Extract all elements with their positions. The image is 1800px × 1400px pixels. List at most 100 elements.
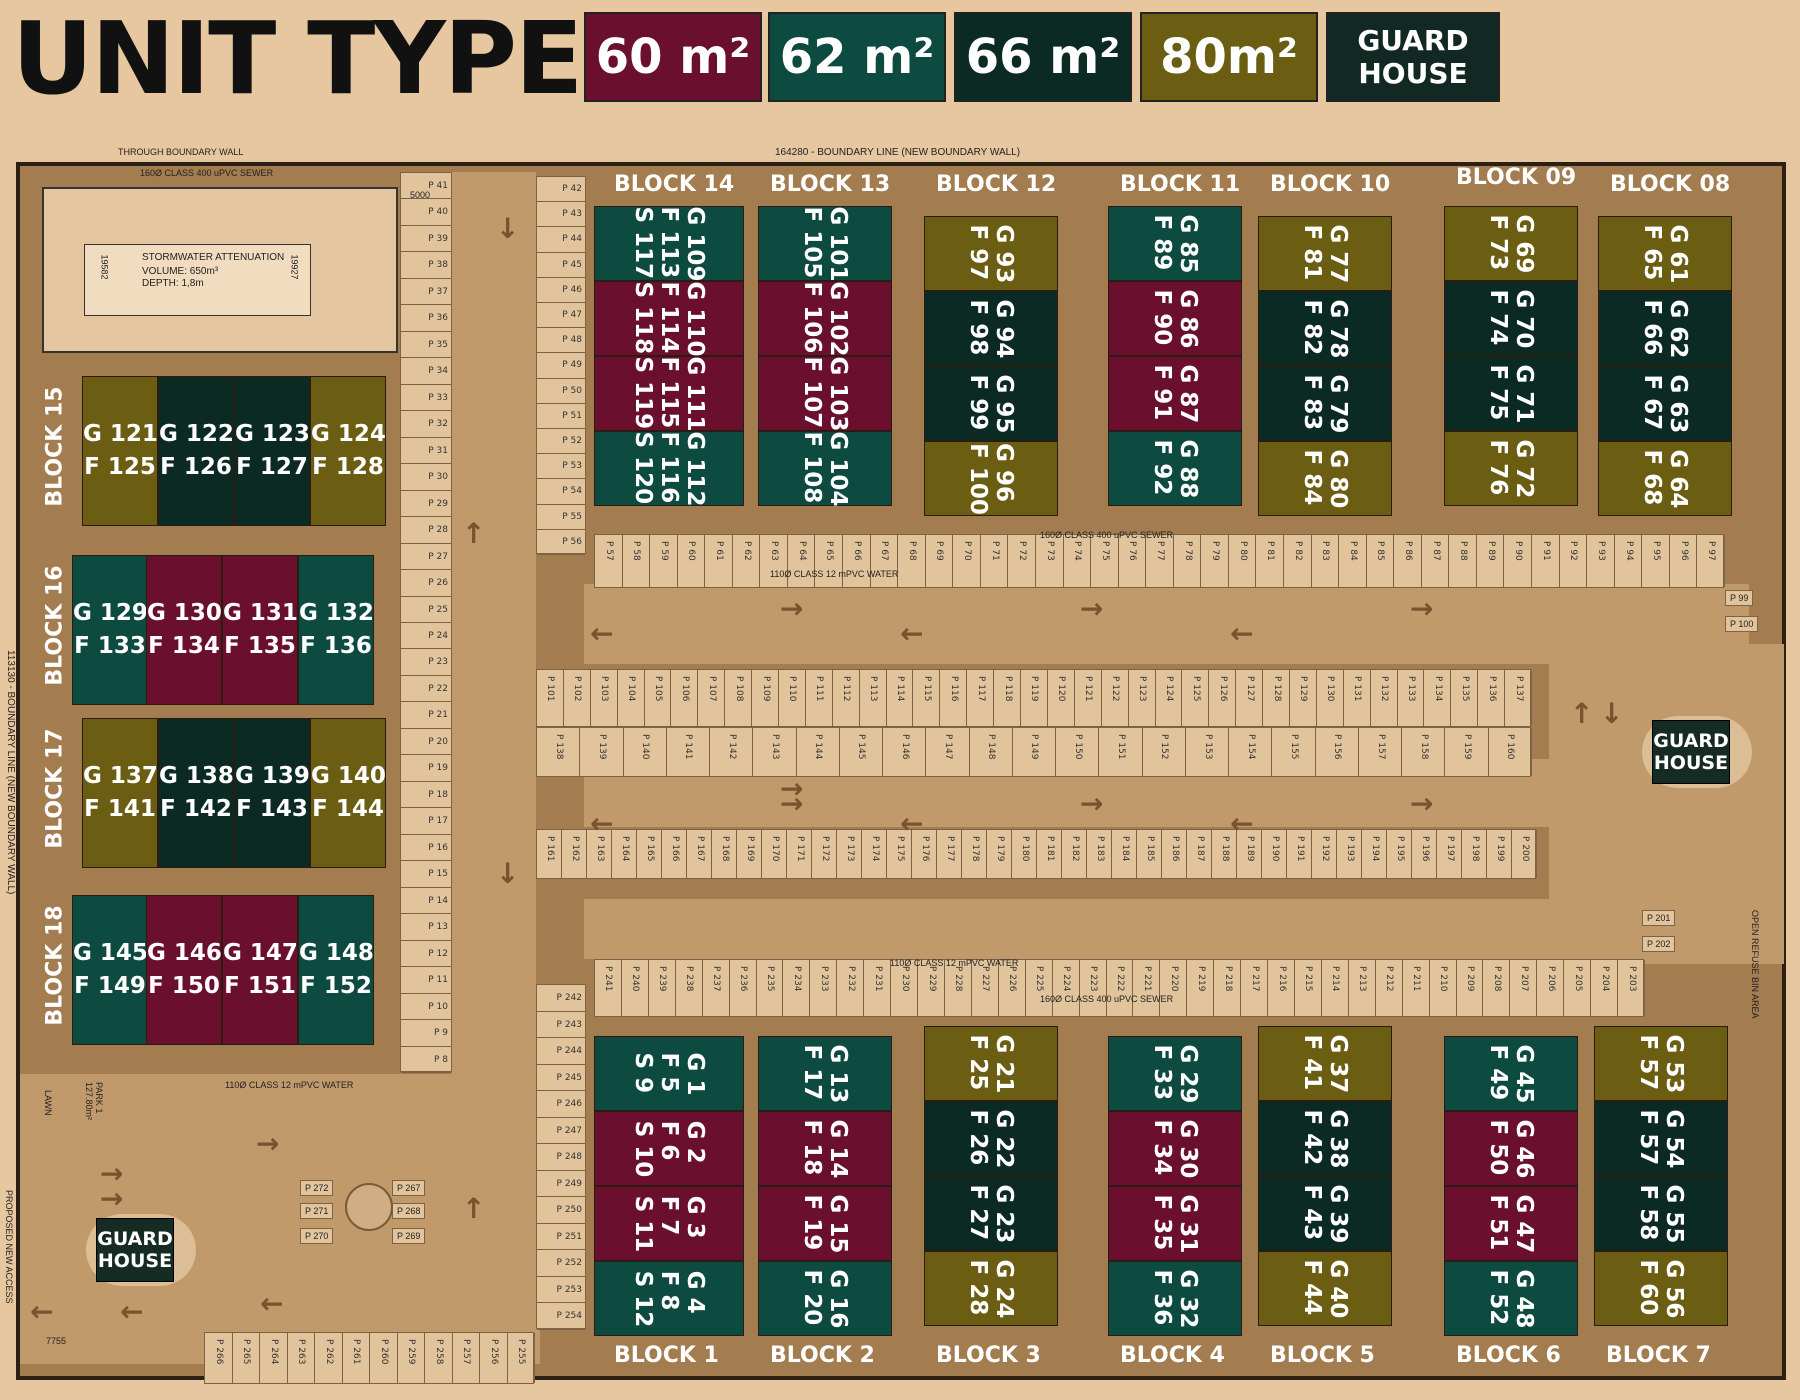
parking-bay: P 40 [401,199,451,226]
parking-bay-number: P 106 [679,676,690,702]
parking-bay: P 92 [1560,535,1588,587]
parking-bay-number: P 166 [669,836,680,862]
parking-bay: P 122 [1102,670,1129,726]
unit-label: G 55 F 58 [1635,1184,1687,1243]
parking-bay-number: P 73 [1044,541,1055,561]
block-name: BLOCK 15 [42,386,68,507]
parking-bay-number: P 180 [1019,836,1030,862]
unit-label: G 40 F 44 [1299,1259,1351,1318]
parking-bay: P 97 [1697,535,1725,587]
parking-bay: P 249 [537,1171,585,1198]
parking-bay-number: P 135 [1459,676,1470,702]
plan-note: 110Ø CLASS 12 mPVC WATER [770,569,899,579]
traffic-arrow: ↓ [1600,697,1624,730]
parking-bay-number: P 174 [869,836,880,862]
housing-unit: G 21 F 25 [924,1026,1058,1101]
parking-bay-number: P 203 [1626,966,1637,992]
parking-bay-number: P 256 [488,1339,499,1365]
parking-bay: P 35 [401,332,451,359]
parking-bay: P 164 [612,830,637,878]
unit-label: G 3 F 7 S 11 [630,1195,708,1252]
parking-bay: P 237 [703,960,730,1016]
parking-bay-number: P 105 [653,676,663,702]
parking-bay: P 28 [401,517,451,544]
parking-bay: P 160 [1489,728,1532,776]
parking-bay: P 117 [967,670,995,726]
parking-bay: P 145 [840,728,884,776]
housing-unit: G 38 F 42 [1258,1101,1392,1176]
housing-unit: G 123 F 127 [234,376,310,526]
housing-unit: G 30 F 34 [1108,1111,1242,1186]
parking-bay: P 66 [843,535,871,587]
parking-bay: P 155 [1272,728,1316,776]
parking-bay-number: P 200 [1519,836,1530,862]
unit-label: G 30 F 34 [1149,1119,1201,1178]
parking-bay: P 184 [1112,830,1137,878]
parking-bay: P 144 [797,728,840,776]
parking-bay: P 171 [787,830,812,878]
parking-bay: P 46 [537,278,585,303]
parking-bay-number: P 117 [975,676,986,702]
block-name: BLOCK 4 [1120,1343,1225,1368]
parking-bay: P 248 [537,1144,585,1171]
parking-bay-number: P 89 [1485,541,1496,561]
plan-note: PARK 1 127.80m² [84,1082,104,1121]
parking-bay: P 70 [953,535,981,587]
parking-bay: P 88 [1449,535,1477,587]
traffic-arrow: ← [590,617,614,650]
parking-bay: P 257 [453,1333,480,1383]
parking-bay-number: P 169 [744,836,755,862]
block-name: BLOCK 5 [1270,1343,1375,1368]
parking-bay: P 79 [1201,535,1229,587]
housing-unit: G 55 F 58 [1594,1176,1728,1251]
parking-bay: P 130 [1317,670,1344,726]
parking-bay: P 116 [940,670,968,726]
parking-bay: P 254 [537,1303,585,1330]
parking-bay: P 179 [987,830,1012,878]
parking-bay: P 218 [1214,960,1242,1016]
traffic-arrow: ← [120,1295,144,1328]
parking-bay-number: P 218 [1222,966,1233,992]
housing-unit: G 62 F 66 [1598,291,1732,366]
parking-bay: P 25 [401,597,451,623]
parking-bay: P 250 [537,1197,585,1224]
parking-bay-number: P 63 [769,541,780,561]
parking-bay-number: P 147 [942,734,953,760]
unit-label: G 24 F 28 [965,1259,1017,1318]
guard-house: GUARD HOUSE [96,1218,174,1282]
parking-bay: P 198 [1462,830,1487,878]
housing-unit: G 79 F 83 [1258,366,1392,441]
block-name: BLOCK 7 [1606,1343,1711,1368]
parking-bay: P 110 [779,670,806,726]
unit-label: G 1 F 5 S 9 [630,1052,708,1095]
parking-bay: P 190 [1262,830,1287,878]
traffic-arrow: ← [900,617,924,650]
legend-swatch: 62 m² [768,12,946,102]
parking-bay: P 106 [671,670,699,726]
unit-label: G 23 F 27 [965,1184,1017,1243]
parking-bay: P 24 [401,623,451,650]
traffic-arrow: ← [260,1287,284,1320]
parking-bay: P 93 [1587,535,1615,587]
parking-bay-number: P 184 [1119,836,1130,862]
housing-unit: G 69 F 73 [1444,206,1578,281]
parking-bay: P 256 [480,1333,508,1383]
parking-bay-number: P 153 [1202,734,1213,760]
housing-unit: G 54 F 57 [1594,1101,1728,1176]
parking-bay-number: P 193 [1344,836,1355,862]
unit-label: G 103 F 107 [799,356,851,431]
parking-bay-number: P 100 [1725,616,1759,632]
parking-bay-number: P 119 [1029,676,1040,702]
parking-bay: P 225 [1026,960,1053,1016]
parking-bay-number: P 71 [989,541,1000,561]
parking-bay: P 96 [1670,535,1698,587]
parking-bay-number: P 81 [1265,541,1276,561]
housing-unit: G 129 F 133 [72,555,148,705]
parking-bay: P 182 [1062,830,1087,878]
parking-bay-number: P 179 [994,836,1005,862]
traffic-arrow: ← [900,807,924,840]
parking-bay: P 175 [887,830,912,878]
parking-bay-number: P 57 [603,541,614,561]
